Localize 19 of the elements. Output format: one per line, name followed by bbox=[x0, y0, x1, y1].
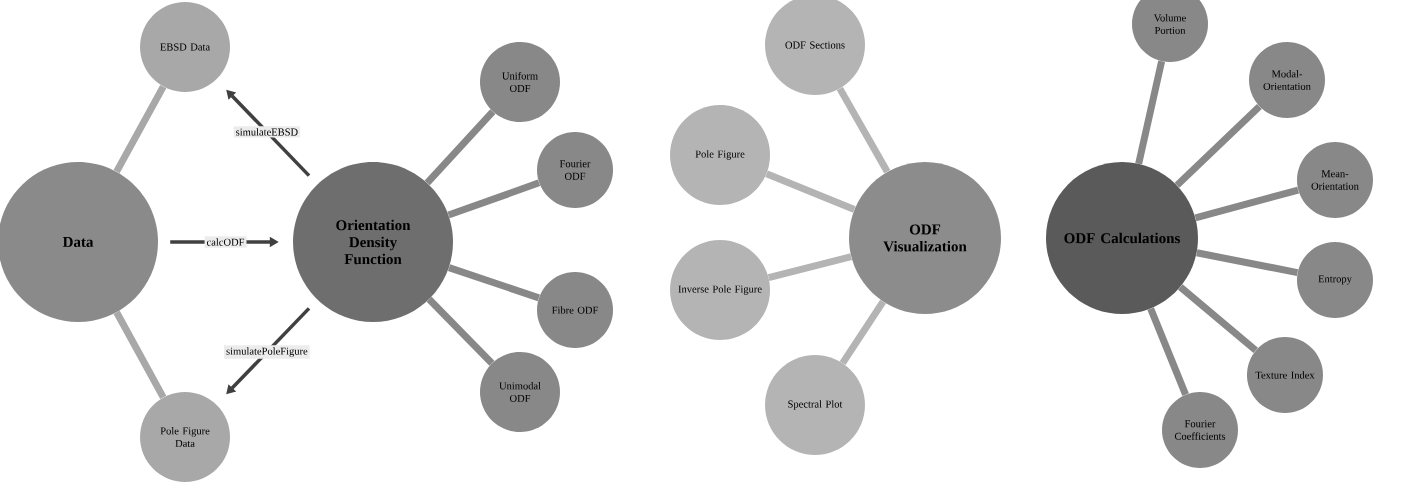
connector bbox=[113, 310, 167, 400]
edge-label: simulatePoleFigure bbox=[224, 345, 310, 359]
connector bbox=[1135, 60, 1166, 165]
connector bbox=[113, 84, 167, 174]
edge-label: simulateEBSD bbox=[233, 126, 301, 138]
connector bbox=[767, 253, 852, 282]
connector bbox=[836, 86, 891, 174]
connector bbox=[447, 264, 540, 302]
connector bbox=[765, 170, 856, 213]
connector bbox=[839, 299, 886, 365]
connector bbox=[447, 179, 541, 219]
connector bbox=[1178, 284, 1258, 354]
connector bbox=[1174, 103, 1262, 188]
connector bbox=[424, 109, 496, 186]
connector bbox=[1194, 186, 1300, 222]
connector bbox=[1196, 249, 1299, 277]
connector bbox=[426, 296, 495, 366]
edge-label: calcODF bbox=[204, 236, 247, 248]
connector bbox=[1147, 307, 1189, 396]
